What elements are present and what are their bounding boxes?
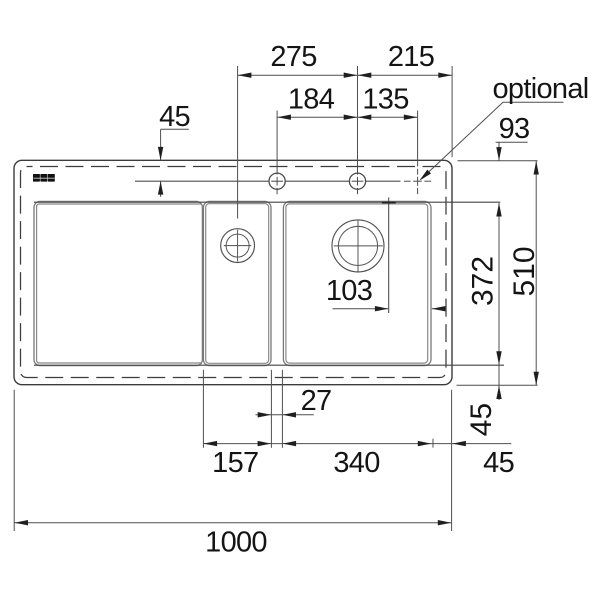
- svg-text:135: 135: [362, 84, 408, 116]
- svg-text:45: 45: [159, 101, 190, 133]
- svg-text:45: 45: [465, 403, 498, 436]
- svg-text:510: 510: [508, 246, 541, 296]
- svg-text:275: 275: [270, 41, 316, 73]
- svg-text:1000: 1000: [205, 527, 267, 559]
- svg-text:215: 215: [388, 41, 434, 73]
- svg-text:27: 27: [301, 385, 332, 417]
- svg-text:93: 93: [499, 113, 530, 145]
- svg-text:340: 340: [333, 447, 379, 479]
- svg-text:157: 157: [212, 447, 258, 479]
- svg-text:103: 103: [326, 275, 372, 307]
- svg-text:372: 372: [467, 256, 500, 306]
- svg-text:optional: optional: [493, 73, 589, 105]
- svg-text:184: 184: [288, 84, 335, 116]
- svg-text:45: 45: [483, 447, 514, 479]
